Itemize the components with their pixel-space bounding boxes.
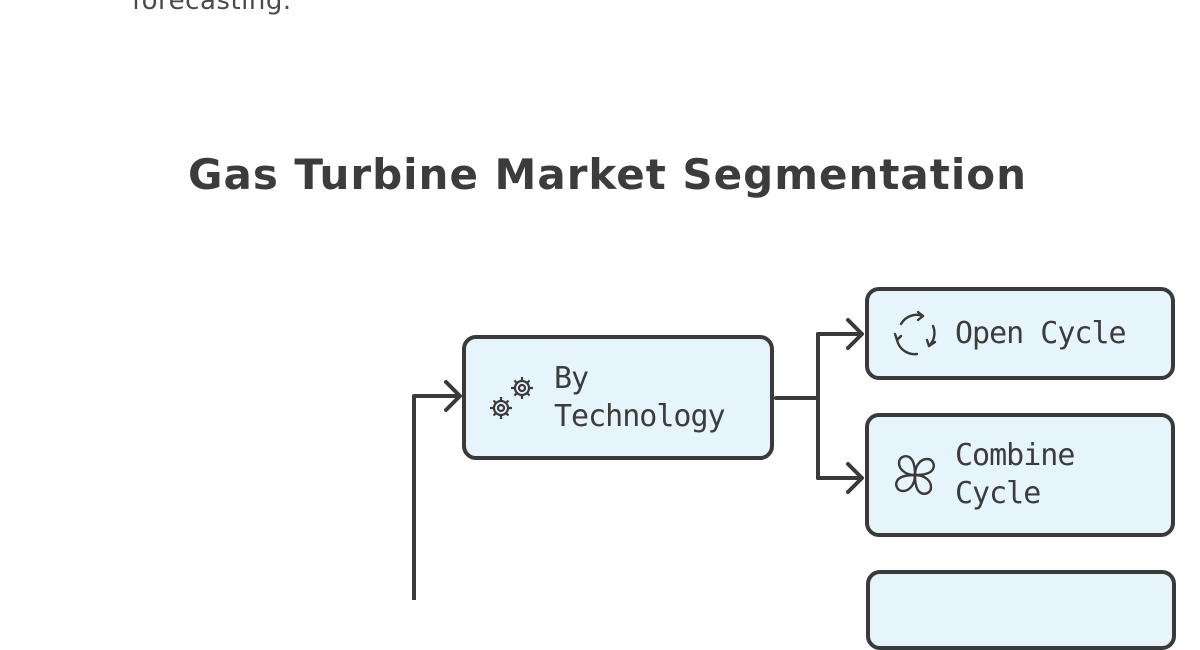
trunk-line (412, 394, 460, 600)
connector-lines (412, 318, 864, 600)
arrow-head-tech (444, 380, 462, 412)
label-line-2: Technology (554, 398, 726, 434)
label-line-1: By (554, 360, 589, 396)
node-partial-bottom (866, 570, 1176, 650)
label-line-1: Combine (955, 438, 1075, 473)
node-combine-cycle: Combine Cycle (865, 413, 1175, 537)
label-line-2: Cycle (955, 476, 1041, 511)
branch-line (774, 332, 820, 480)
node-open-cycle: Open Cycle (865, 287, 1175, 380)
cycle-arrows-icon (893, 310, 937, 355)
node-combine-cycle-label: Combine Cycle (955, 437, 1075, 513)
gears-icon (490, 376, 533, 419)
intro-text-fragment: forecasting. (132, 0, 292, 16)
diagram-title: Gas Turbine Market Segmentation (188, 150, 1027, 199)
interlinked-loops-icon (895, 455, 935, 495)
node-open-cycle-label: Open Cycle (955, 315, 1127, 351)
node-by-technology: By Technology (462, 335, 774, 460)
node-by-technology-label: By Technology (554, 360, 726, 436)
arrow-head-combine (846, 462, 864, 494)
arrow-head-open (846, 318, 864, 350)
